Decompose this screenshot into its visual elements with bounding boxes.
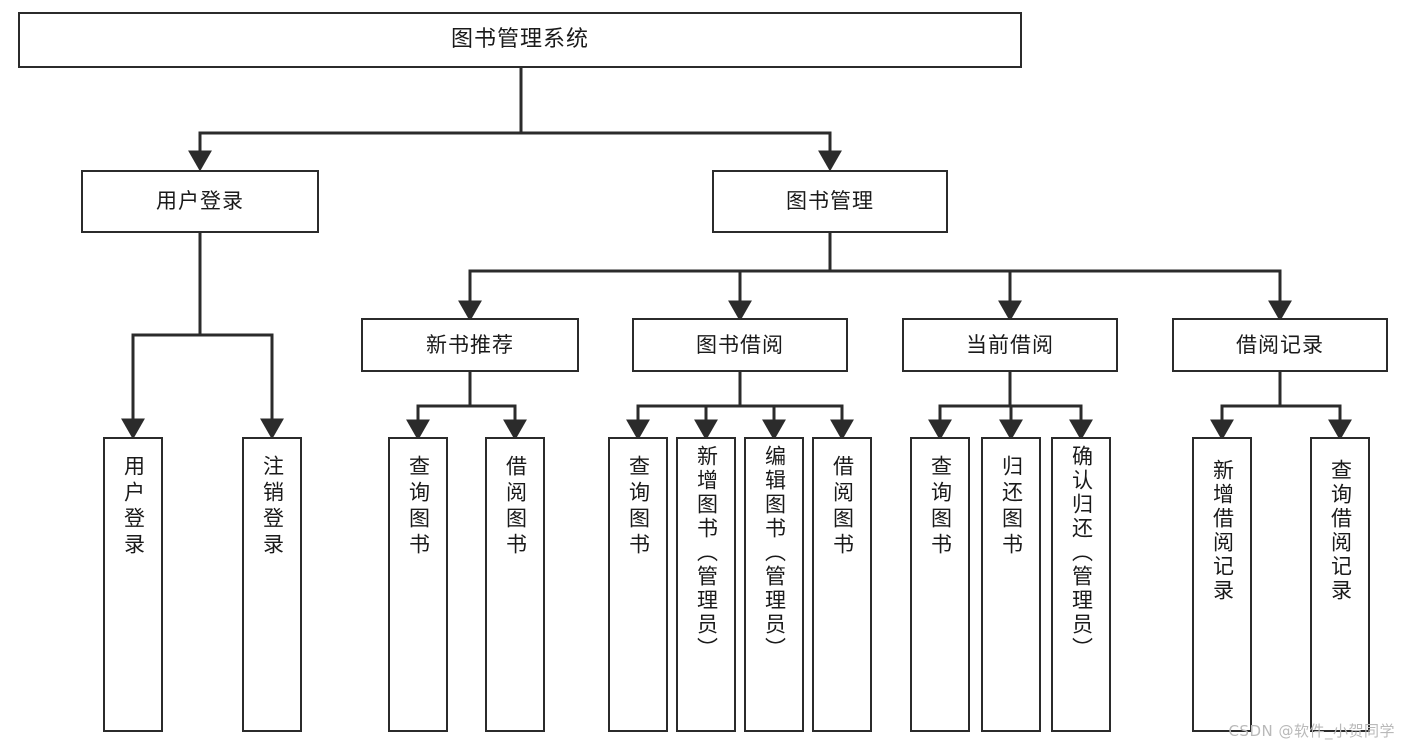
node-label: 编辑图书（管理员） bbox=[762, 445, 787, 661]
node-label: 当前借阅 bbox=[966, 332, 1054, 357]
node-book-borrow[interactable]: 图书借阅 bbox=[632, 318, 848, 372]
node-leaf-query-book-3[interactable]: 查询图书 bbox=[910, 437, 970, 732]
node-label: 查询借阅记录 bbox=[1328, 459, 1353, 603]
node-label: 图书借阅 bbox=[696, 332, 784, 357]
node-leaf-query-book-1[interactable]: 查询图书 bbox=[388, 437, 448, 732]
node-new-book-recommend[interactable]: 新书推荐 bbox=[361, 318, 579, 372]
node-label: 新书推荐 bbox=[426, 332, 514, 357]
node-label: 用户登录 bbox=[156, 189, 244, 214]
node-leaf-query-book-2[interactable]: 查询图书 bbox=[608, 437, 668, 732]
node-label: 借阅图书 bbox=[503, 455, 528, 559]
node-leaf-add-borrow-record[interactable]: 新增借阅记录 bbox=[1192, 437, 1252, 732]
node-leaf-borrow-book-1[interactable]: 借阅图书 bbox=[485, 437, 545, 732]
node-label: 新增图书（管理员） bbox=[694, 445, 719, 661]
node-label: 注销登录 bbox=[260, 455, 285, 559]
node-leaf-add-book[interactable]: 新增图书（管理员） bbox=[676, 437, 736, 732]
node-label: 用户登录 bbox=[121, 455, 146, 559]
node-label: 图书管理系统 bbox=[450, 27, 589, 53]
node-label: 借阅图书 bbox=[830, 455, 855, 559]
node-label: 图书管理 bbox=[786, 189, 874, 214]
node-leaf-borrow-book-2[interactable]: 借阅图书 bbox=[812, 437, 872, 732]
node-leaf-user-login-do[interactable]: 用户登录 bbox=[103, 437, 163, 732]
node-leaf-confirm-return[interactable]: 确认归还（管理员） bbox=[1051, 437, 1111, 732]
node-borrow-record[interactable]: 借阅记录 bbox=[1172, 318, 1388, 372]
node-leaf-edit-book[interactable]: 编辑图书（管理员） bbox=[744, 437, 804, 732]
node-user-login[interactable]: 用户登录 bbox=[81, 170, 319, 233]
node-current-borrow[interactable]: 当前借阅 bbox=[902, 318, 1118, 372]
node-book-manage[interactable]: 图书管理 bbox=[712, 170, 948, 233]
node-leaf-user-logout[interactable]: 注销登录 bbox=[242, 437, 302, 732]
node-label: 确认归还（管理员） bbox=[1069, 445, 1094, 661]
node-label: 新增借阅记录 bbox=[1210, 459, 1235, 603]
node-label: 查询图书 bbox=[626, 455, 651, 559]
node-leaf-return-book[interactable]: 归还图书 bbox=[981, 437, 1041, 732]
node-label: 查询图书 bbox=[406, 455, 431, 559]
node-leaf-query-borrow-record[interactable]: 查询借阅记录 bbox=[1310, 437, 1370, 732]
node-label: 查询图书 bbox=[928, 455, 953, 559]
node-root-system[interactable]: 图书管理系统 bbox=[18, 12, 1022, 68]
node-label: 借阅记录 bbox=[1236, 332, 1324, 357]
node-label: 归还图书 bbox=[999, 455, 1024, 559]
